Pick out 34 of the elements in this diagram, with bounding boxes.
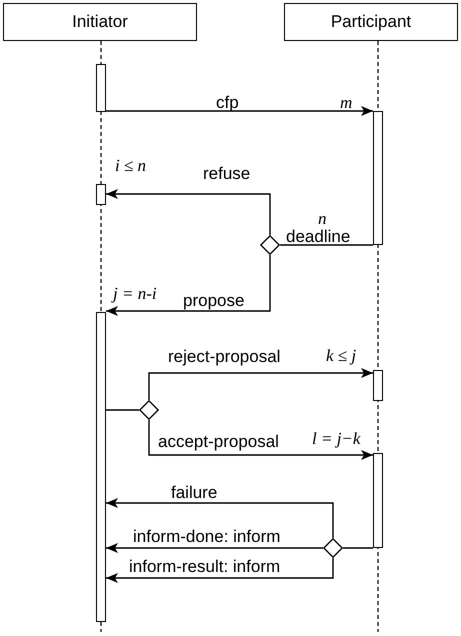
multiplicity-label: k ≤ j: [326, 347, 356, 364]
message-label: refuse: [203, 165, 250, 182]
message-arrow: [106, 106, 373, 116]
message-arrow: [106, 498, 334, 538]
message-label: inform-result: inform: [129, 558, 280, 575]
decision-diamond: [323, 538, 343, 558]
message-label: cfp: [216, 94, 239, 111]
message-arrow: [106, 543, 323, 553]
activation-bar: [96, 312, 106, 622]
message-arrow: [148, 368, 373, 400]
message-arrow: [106, 255, 271, 316]
activation-bar: [96, 184, 106, 205]
message-arrow: [148, 420, 373, 460]
activation-bar: [373, 111, 383, 245]
message-label: deadline: [286, 228, 350, 245]
multiplicity-label: m: [340, 94, 352, 111]
message-label: accept-proposal: [158, 433, 279, 450]
activation-bar: [96, 64, 106, 112]
multiplicity-label: n: [318, 210, 326, 227]
message-arrow: [106, 558, 334, 583]
lifeline-header: Participant: [284, 3, 458, 41]
message-label: reject-proposal: [168, 348, 280, 365]
multiplicity-label: j = n-i: [113, 285, 157, 302]
multiplicity-label: l = j−k: [312, 430, 360, 447]
decision-diamond: [260, 235, 280, 255]
message-label: failure: [171, 484, 218, 501]
activation-bar: [373, 370, 383, 401]
multiplicity-label: i ≤ n: [115, 157, 146, 174]
lifeline-header: Initiator: [3, 3, 197, 41]
message-label: propose: [183, 292, 244, 309]
decision-diamond: [139, 400, 159, 420]
activation-bar: [373, 453, 383, 548]
message-arrow: [106, 189, 271, 235]
message-label: inform-done: inform: [133, 528, 280, 545]
